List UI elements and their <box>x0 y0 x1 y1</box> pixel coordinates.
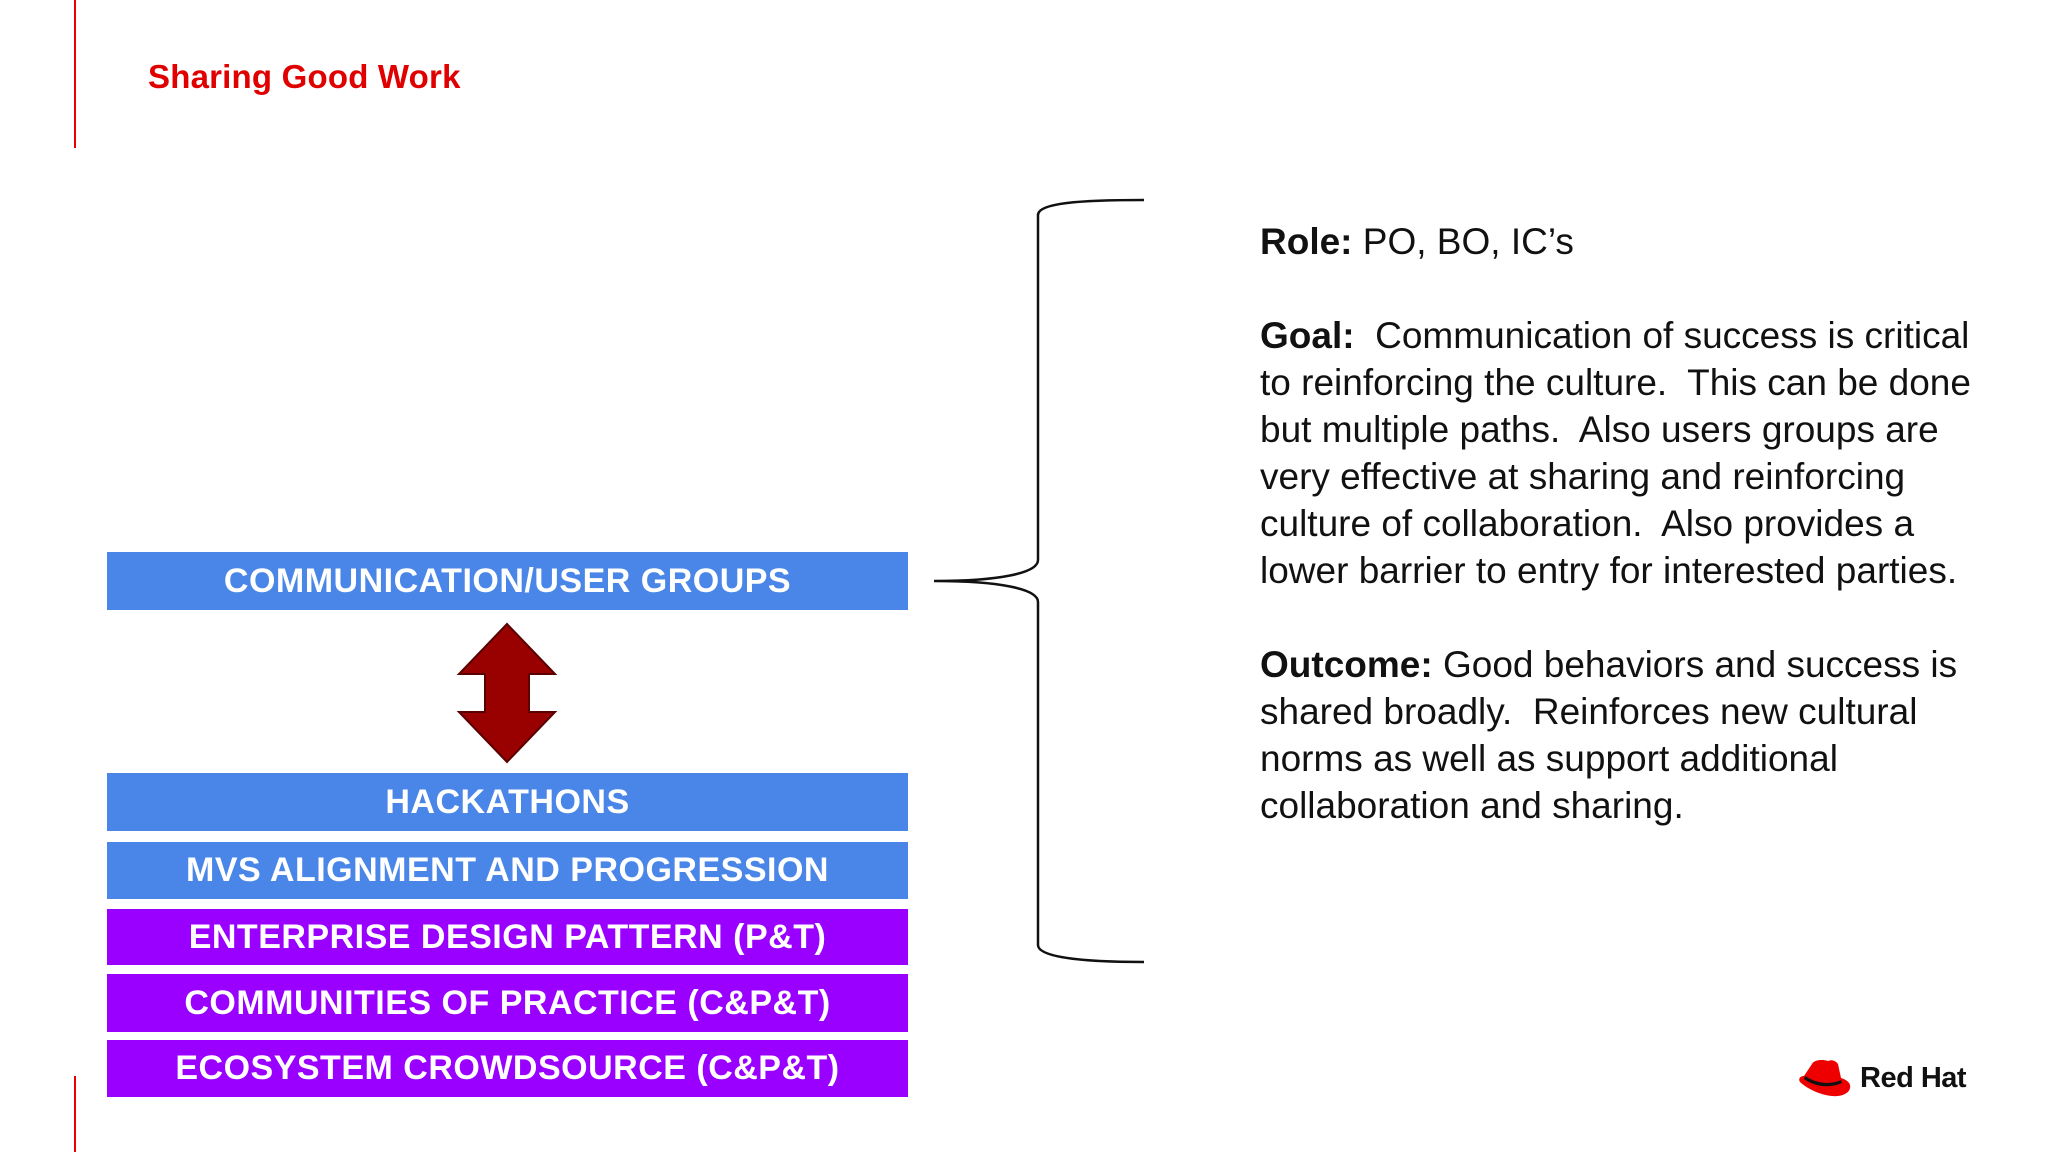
red-hat-fedora-icon <box>1799 1060 1851 1097</box>
bar-communication-user-groups: COMMUNICATION/USER GROUPS <box>107 552 908 610</box>
goal-label: Goal: <box>1260 315 1355 356</box>
role-label: Role: <box>1260 221 1353 262</box>
outcome-paragraph: Outcome: Good behaviors and success is s… <box>1260 641 2000 829</box>
role-text: PO, BO, IC’s <box>1352 221 1574 262</box>
slide-title: Sharing Good Work <box>148 58 461 95</box>
details-text: Role: PO, BO, IC’s Goal: Communication o… <box>1260 218 2000 876</box>
logo-text: Red Hat <box>1860 1061 1967 1094</box>
bar-communities-of-practice: COMMUNITIES OF PRACTICE (C&P&T) <box>107 974 908 1032</box>
bar-hackathons: HACKATHONS <box>107 773 908 831</box>
goal-paragraph: Goal: Communication of success is critic… <box>1260 312 2000 594</box>
accent-line-bottom <box>74 1076 76 1152</box>
bar-ecosystem-crowdsource: ECOSYSTEM CROWDSOURCE (C&P&T) <box>107 1040 908 1097</box>
red-hat-logo: Red Hat <box>1798 1058 1967 1098</box>
double-arrow-vertical-icon <box>456 622 558 764</box>
bar-enterprise-design-pattern: ENTERPRISE DESIGN PATTERN (P&T) <box>107 909 908 965</box>
curly-brace <box>933 198 1145 964</box>
accent-line-top <box>74 0 76 148</box>
bar-mvs-alignment: MVS ALIGNMENT AND PROGRESSION <box>107 842 908 899</box>
outcome-label: Outcome: <box>1260 644 1433 685</box>
role-paragraph: Role: PO, BO, IC’s <box>1260 218 2000 265</box>
goal-text: Communication of success is critical to … <box>1260 315 1982 591</box>
outcome-text: Good behaviors and success is shared bro… <box>1260 644 1968 826</box>
